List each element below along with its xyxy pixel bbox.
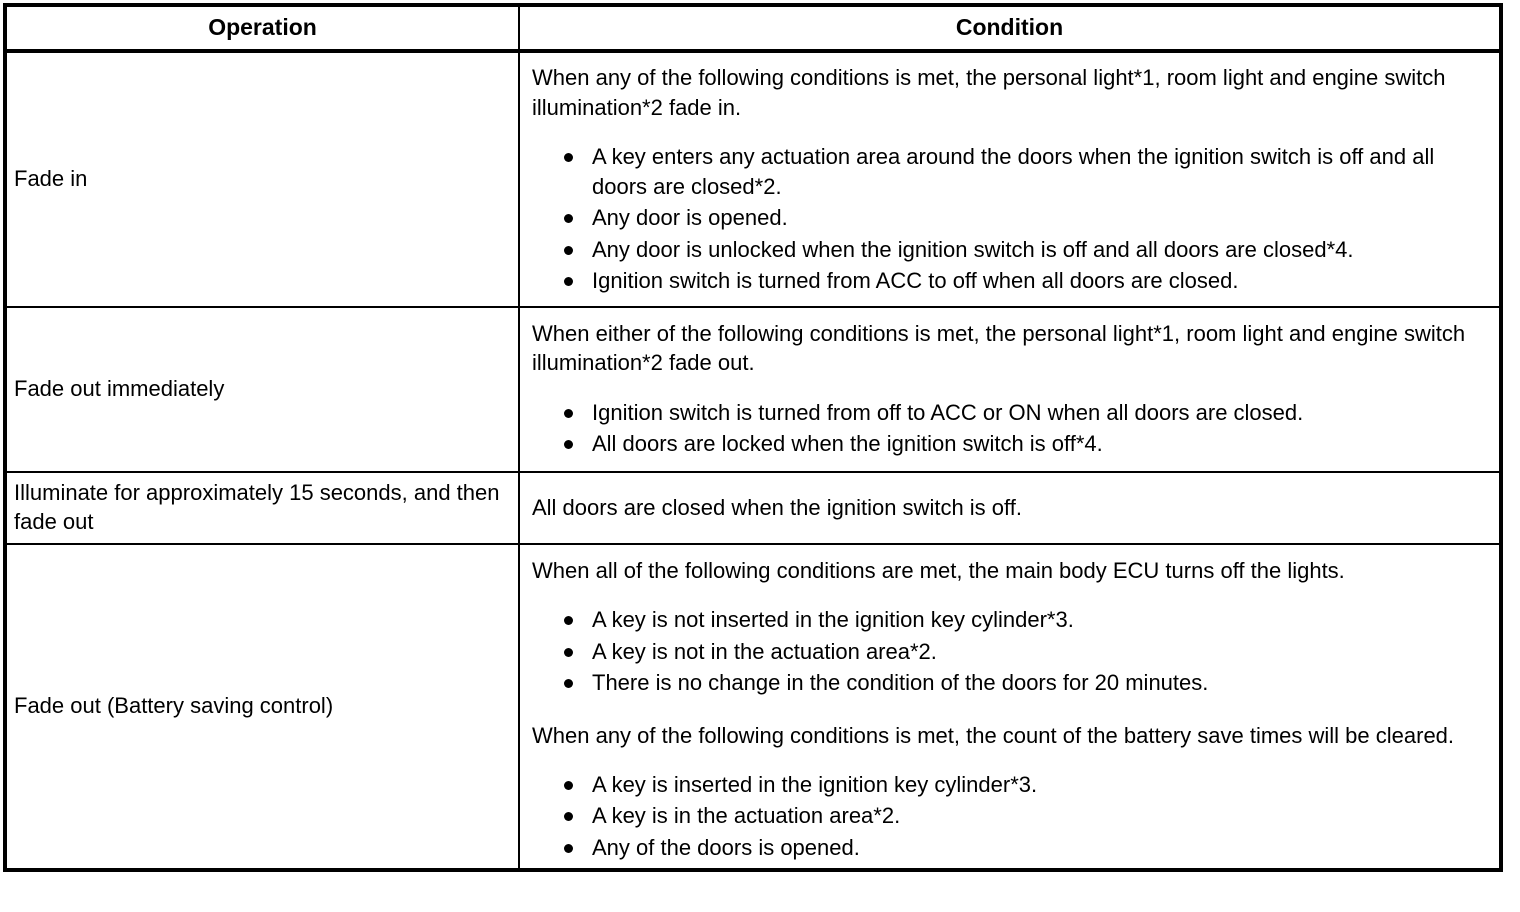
list-item: A key enters any actuation area around t… (532, 142, 1489, 201)
list-item: Ignition switch is turned from off to AC… (532, 398, 1489, 427)
list-item-text: All doors are locked when the ignition s… (592, 430, 1103, 456)
operation-label: Fade out (Battery saving control) (14, 693, 334, 719)
list-item: Any of the doors is opened. (532, 833, 1489, 862)
bullet-dot-icon (564, 679, 573, 689)
bullet-dot-icon (564, 214, 573, 224)
bullet-dot-icon (564, 647, 573, 657)
bullet-dot-icon (564, 277, 573, 287)
bullet-dot-icon (564, 812, 573, 822)
list-item: Any door is unlocked when the ignition s… (532, 235, 1489, 264)
list-item-text: Ignition switch is turned from off to AC… (592, 399, 1304, 425)
list-item-text: Any of the doors is opened. (592, 834, 860, 860)
list-item: A key is in the actuation area*2. (532, 801, 1489, 830)
list-item: Ignition switch is turned from ACC to of… (532, 266, 1489, 295)
list-item: A key is inserted in the ignition key cy… (532, 770, 1489, 799)
condition-cell-fade-out-immediately: When either of the following conditions … (518, 305, 1502, 474)
operation-cell-fade-out-immediately: Fade out immediately (4, 305, 520, 474)
operation-label: Fade out immediately (14, 376, 225, 402)
list-item: There is no change in the condition of t… (532, 668, 1489, 697)
table-header: Operation Condition (4, 3, 1502, 54)
list-item-text: Any door is opened. (592, 205, 788, 231)
condition-cell-illuminate-15-seconds: All doors are closed when the ignition s… (518, 471, 1502, 545)
condition-intro-text: When all of the following conditions are… (532, 557, 1345, 583)
column-header-condition: Condition (518, 3, 1502, 54)
operation-condition-table: Operation Condition Fade in When any of … (3, 3, 1503, 873)
bullet-dot-icon (564, 616, 573, 626)
condition-intro-text-secondary: When any of the following conditions is … (532, 722, 1455, 748)
operation-cell-illuminate-15-seconds: Illuminate for approximately 15 seconds,… (4, 471, 520, 545)
operation-cell-fade-out-battery-saving: Fade out (Battery saving control) (4, 542, 520, 872)
list-item: A key is not in the actuation area*2. (532, 637, 1489, 666)
bullet-dot-icon (564, 780, 573, 790)
list-item-text: A key is inserted in the ignition key cy… (592, 771, 1038, 797)
condition-bullet-list: A key enters any actuation area around t… (532, 142, 1489, 295)
list-item-text: A key is not inserted in the ignition ke… (592, 607, 1074, 633)
list-item-text: A key enters any actuation area around t… (592, 144, 1435, 199)
condition-intro-text: All doors are closed when the ignition s… (532, 495, 1022, 521)
condition-bullet-list: Ignition switch is turned from off to AC… (532, 398, 1489, 459)
bullet-dot-icon (564, 245, 573, 255)
list-item: Any door is opened. (532, 203, 1489, 232)
table-row: Fade out immediately When either of the … (4, 305, 1502, 474)
column-header-operation: Operation (4, 3, 520, 54)
condition-cell-fade-out-battery-saving: When all of the following conditions are… (518, 542, 1502, 872)
bullet-dot-icon (564, 439, 573, 449)
operation-label: Fade in (14, 166, 88, 192)
bullet-dot-icon (564, 408, 573, 418)
table-row: Fade in When any of the following condit… (4, 50, 1502, 308)
list-item: All doors are locked when the ignition s… (532, 429, 1489, 458)
list-item-text: A key is in the actuation area*2. (592, 803, 901, 829)
list-item-text: Ignition switch is turned from ACC to of… (592, 268, 1239, 294)
list-item-text: There is no change in the condition of t… (592, 670, 1209, 696)
table-header-row: Operation Condition (4, 3, 1502, 54)
table-body: Fade in When any of the following condit… (4, 50, 1502, 872)
bullet-dot-icon (564, 843, 573, 853)
condition-bullet-list: A key is not inserted in the ignition ke… (532, 605, 1489, 697)
table-row: Illuminate for approximately 15 seconds,… (4, 471, 1502, 545)
operation-label: Illuminate for approximately 15 seconds,… (14, 480, 500, 535)
list-item-text: Any door is unlocked when the ignition s… (592, 236, 1354, 262)
list-item-text: A key is not in the actuation area*2. (592, 638, 937, 664)
bullet-dot-icon (564, 153, 573, 163)
list-item: A key is not inserted in the ignition ke… (532, 605, 1489, 634)
operation-cell-fade-in: Fade in (4, 50, 520, 308)
condition-intro-text: When either of the following conditions … (532, 320, 1466, 376)
table-row: Fade out (Battery saving control) When a… (4, 542, 1502, 872)
condition-cell-fade-in: When any of the following conditions is … (518, 50, 1502, 308)
condition-bullet-list-secondary: A key is inserted in the ignition key cy… (532, 770, 1489, 862)
condition-intro-text: When any of the following conditions is … (532, 65, 1446, 120)
